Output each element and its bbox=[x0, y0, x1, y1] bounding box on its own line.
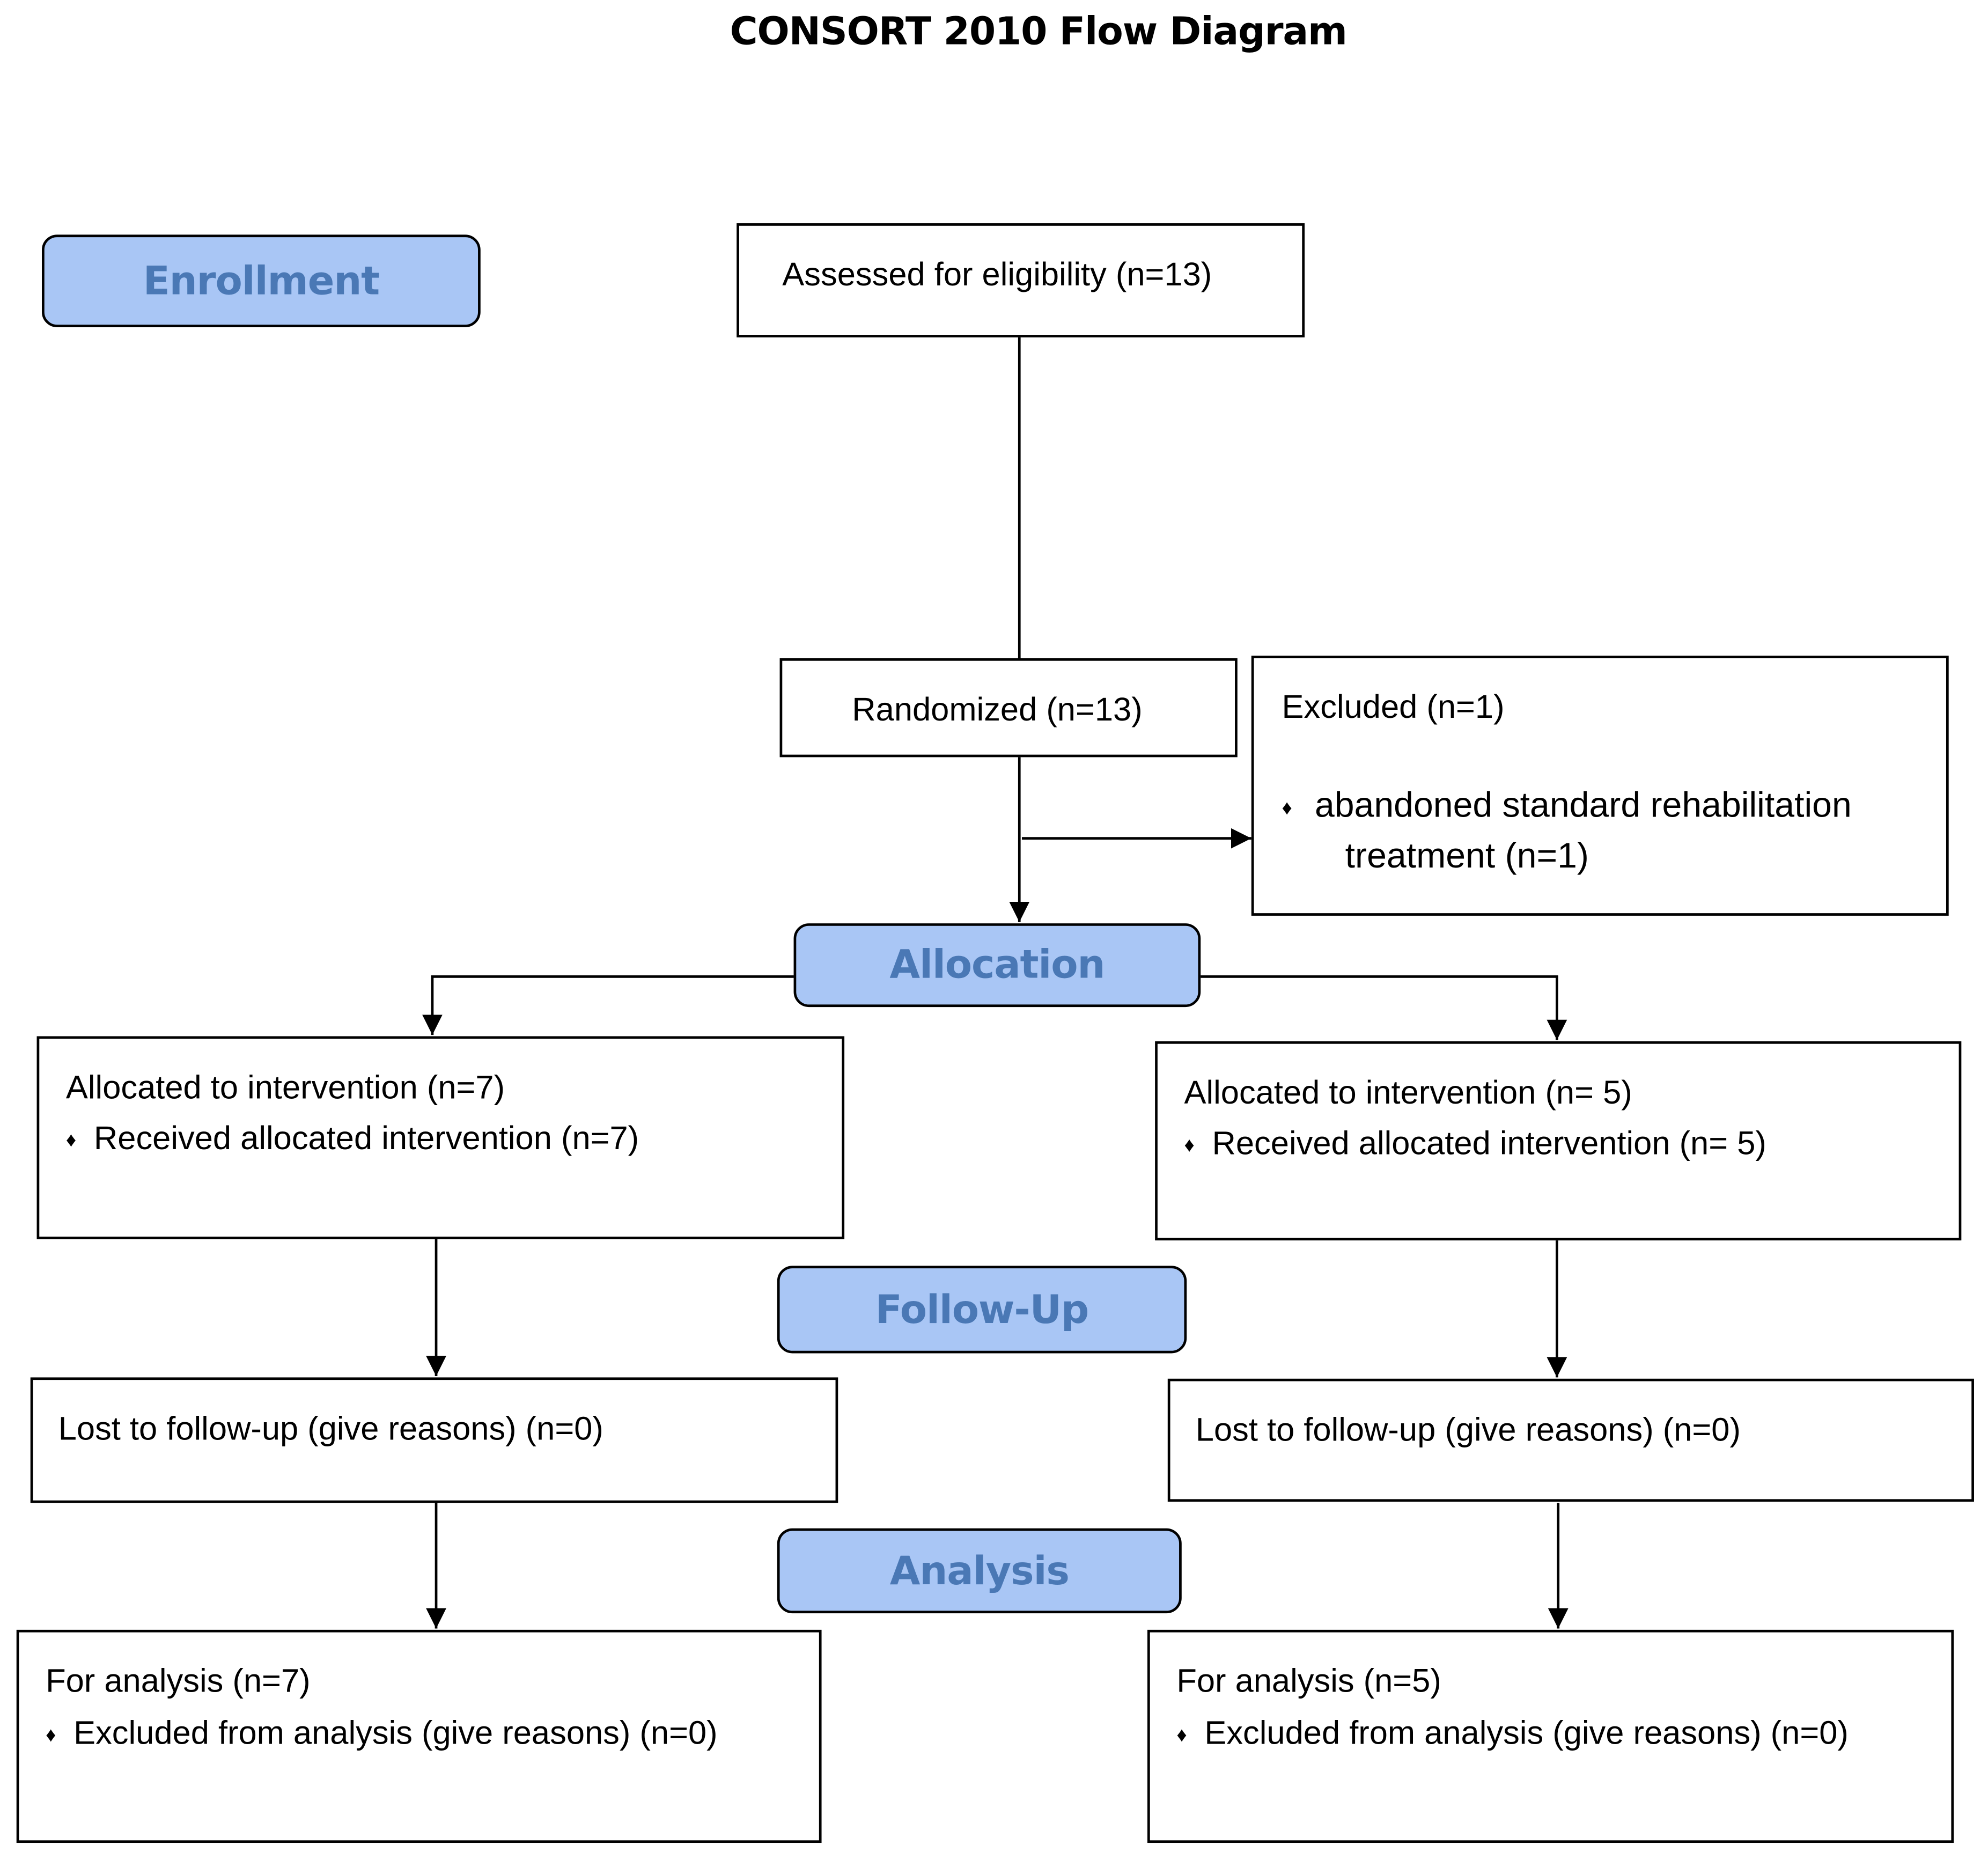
left-lost-followup-text: Lost to follow-up (give reasons) (n=0) bbox=[58, 1409, 603, 1447]
right-lost-followup-box: Lost to follow-up (give reasons) (n=0) bbox=[1167, 1378, 1974, 1502]
left-received-line: ♦ Received allocated intervention (n=7) bbox=[66, 1112, 639, 1167]
left-allocated-text: Allocated to intervention (n=7) bbox=[65, 1068, 505, 1106]
right-excluded-analysis-line: ♦ Excluded from analysis (give reasons) (… bbox=[1176, 1707, 1849, 1762]
randomized-text: Randomized (n=13) bbox=[852, 690, 1143, 728]
excluded-title: Excluded (n=1) bbox=[1282, 687, 1505, 726]
right-lost-followup-text: Lost to follow-up (give reasons) (n=0) bbox=[1195, 1410, 1741, 1449]
excluded-reason-line1: ♦ abandoned standard rehabilitation bbox=[1282, 780, 1851, 835]
diamond-bullet-icon: ♦ bbox=[46, 1725, 56, 1747]
left-allocated-box: Allocated to intervention (n=7) ♦ Receive… bbox=[36, 1036, 845, 1239]
excluded-reason-text: abandoned standard rehabilitation bbox=[1314, 785, 1852, 825]
stage-label-analysis: Analysis bbox=[777, 1528, 1182, 1614]
stage-label-text: Enrollment bbox=[143, 258, 380, 304]
stage-label-allocation: Allocation bbox=[793, 923, 1201, 1008]
stage-label-text: Analysis bbox=[889, 1548, 1070, 1594]
right-received-text: Received allocated intervention (n= 5) bbox=[1212, 1123, 1766, 1162]
right-allocated-text: Allocated to intervention (n= 5) bbox=[1184, 1073, 1632, 1111]
left-analysis-text: For analysis (n=7) bbox=[46, 1661, 311, 1700]
assessed-eligibility-box: Assessed for eligibility (n=13) bbox=[737, 223, 1305, 337]
diamond-bullet-icon: ♦ bbox=[1176, 1725, 1187, 1747]
excluded-reason-line2: treatment (n=1) bbox=[1345, 835, 1589, 876]
excluded-box: Excluded (n=1) ♦ abandoned standard rehab… bbox=[1251, 656, 1949, 916]
diamond-bullet-icon: ♦ bbox=[1184, 1135, 1195, 1157]
connector-allocation-left bbox=[422, 975, 794, 1035]
left-excluded-analysis-text: Excluded from analysis (give reasons) (n… bbox=[73, 1713, 718, 1752]
stage-label-text: Follow-Up bbox=[875, 1287, 1089, 1333]
diamond-bullet-icon: ♦ bbox=[65, 1130, 77, 1152]
stage-label-follow-up: Follow-Up bbox=[777, 1266, 1187, 1354]
left-analysis-box: For analysis (n=7) ♦ Excluded from analys… bbox=[16, 1629, 822, 1843]
randomized-box: Randomized (n=13) bbox=[779, 658, 1238, 758]
diagram-title: CONSORT 2010 Flow Diagram bbox=[730, 10, 1348, 55]
stage-label-enrollment: Enrollment bbox=[41, 234, 481, 327]
right-excluded-analysis-text: Excluded from analysis (give reasons) (n… bbox=[1204, 1713, 1849, 1752]
left-lost-followup-box: Lost to follow-up (give reasons) (n=0) bbox=[30, 1377, 838, 1503]
right-analysis-box: For analysis (n=5) ♦ Excluded from analys… bbox=[1147, 1629, 1954, 1843]
right-received-line: ♦ Received allocated intervention (n= 5) bbox=[1184, 1118, 1766, 1172]
left-excluded-analysis-line: ♦ Excluded from analysis (give reasons) (… bbox=[46, 1707, 718, 1762]
left-received-text: Received allocated intervention (n=7) bbox=[93, 1119, 639, 1157]
assessed-eligibility-text: Assessed for eligibility (n=13) bbox=[782, 255, 1212, 293]
right-allocated-box: Allocated to intervention (n= 5) ♦ Receiv… bbox=[1155, 1041, 1962, 1241]
stage-label-text: Allocation bbox=[889, 942, 1105, 988]
diamond-bullet-icon: ♦ bbox=[1282, 798, 1292, 820]
connector-allocation-right bbox=[1201, 975, 1567, 1040]
right-analysis-text: For analysis (n=5) bbox=[1176, 1661, 1441, 1700]
